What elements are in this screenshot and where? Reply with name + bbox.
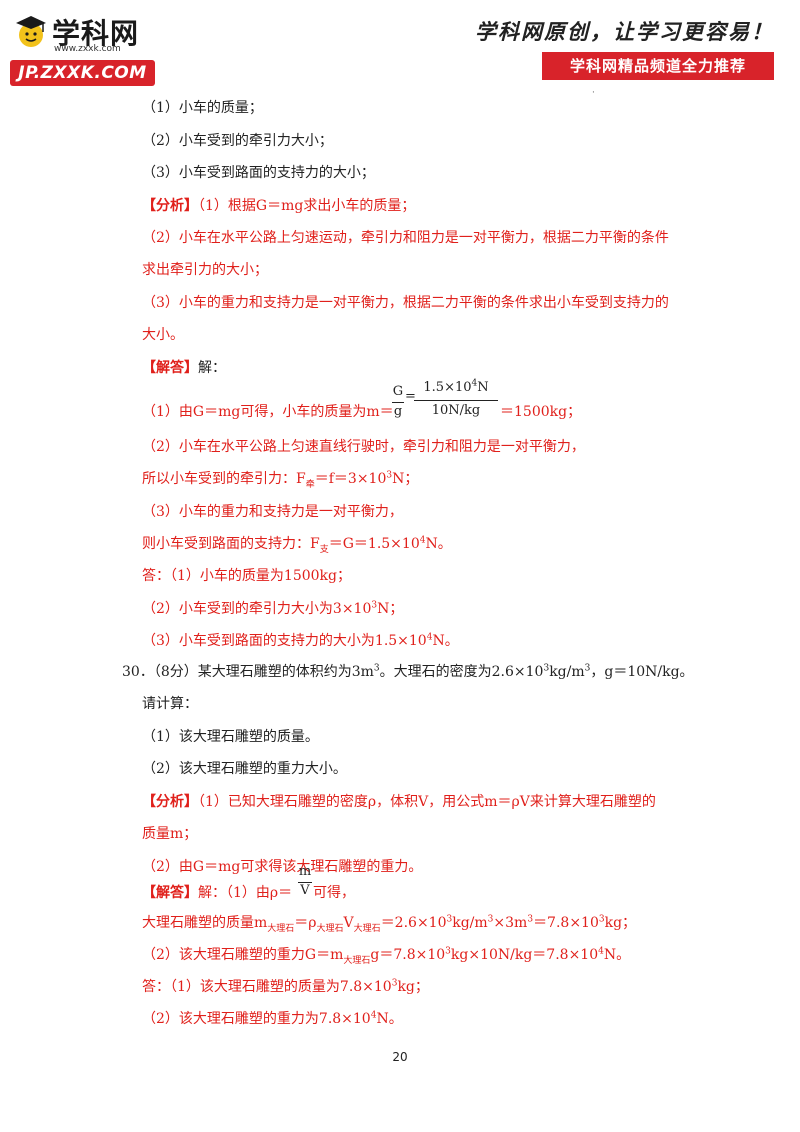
- analysis-29-line-1: 【分析】（1）根据G＝mg求出小车的质量；: [142, 196, 415, 216]
- header-banner[interactable]: 学科网精品频道全力推荐: [542, 52, 774, 80]
- logo-top: 学科网 www.zxxk.com: [10, 12, 160, 56]
- analysis-29-line-5: 大小。: [142, 327, 184, 343]
- answer-29-line-3: （3）小车受到路面的支持力的大小为1.5×104N。: [142, 632, 459, 649]
- solution-29-part-3-line-2: 则小车受到路面的支持力：F支＝G＝1.5×104N。: [142, 535, 452, 555]
- question-29-part-1: （1）小车的质量；: [142, 100, 263, 116]
- fraction-G-numerator: G: [392, 384, 404, 399]
- logo-band: JP.ZXXK.COM: [10, 60, 155, 86]
- question-30-part-2: （2）该大理石雕塑的重力大小。: [142, 761, 347, 777]
- solution-30-part-2: （2）该大理石雕塑的重力G＝m大理石g＝7.8×103kg×10N/kg＝7.8…: [142, 946, 631, 966]
- analysis-30-line-1: 【分析】（1）已知大理石雕塑的密度ρ，体积V，用公式m＝ρV来计算大理石雕塑的: [142, 794, 656, 810]
- logo-text: 学科网: [52, 17, 140, 50]
- logo-url: www.zxxk.com: [54, 44, 121, 54]
- answer-30-line-2: （2）该大理石雕塑的重力为7.8×104N。: [142, 1010, 403, 1027]
- page-header: 学科网 www.zxxk.com JP.ZXXK.COM 学科网原创，让学习更容…: [0, 0, 800, 98]
- answer-30-line-1: 答：（1）该大理石雕塑的质量为7.8×103kg；: [142, 978, 429, 995]
- fraction-equals: =: [405, 389, 416, 404]
- header-slogan: 学科网原创，让学习更容易！: [475, 19, 774, 44]
- question-30-ask: 请计算：: [142, 696, 198, 712]
- site-logo[interactable]: 学科网 www.zxxk.com JP.ZXXK.COM: [10, 12, 160, 86]
- question-29-part-3: （3）小车受到路面的支持力的大小；: [142, 165, 375, 181]
- analysis-text: （1）根据G＝mg求出小车的质量；: [198, 198, 416, 214]
- fraction-value-denominator: 10N/kg: [431, 403, 481, 418]
- analysis-29-line-4: （3）小车的重力和支持力是一对平衡力，根据二力平衡的条件求出小车受到支持力的: [142, 295, 669, 311]
- graduate-mascot-icon: [16, 16, 46, 47]
- header-dot: ·: [592, 88, 595, 98]
- question-30-stem: 30．（8分）某大理石雕塑的体积约为3m3。大理石的密度为2.6×103kg/m…: [122, 663, 694, 680]
- fraction-g-denominator: g: [393, 404, 403, 419]
- page-number: 20: [392, 1050, 408, 1064]
- fraction-value-numerator: 1.5×104N: [423, 378, 489, 395]
- question-29-part-2: （2）小车受到的牵引力大小；: [142, 133, 333, 149]
- solution-29-part-2-line-1: （2）小车在水平公路上匀速直线行驶时，牵引力和阻力是一对平衡力，: [142, 439, 585, 455]
- solution-30-part-1: 大理石雕塑的质量m大理石＝ρ大理石V大理石＝2.6×103kg/m3×3m3＝7…: [142, 914, 637, 934]
- analysis-29-line-2: （2）小车在水平公路上匀速运动，牵引力和阻力是一对平衡力，根据二力平衡的条件: [142, 230, 669, 246]
- question-30-part-1: （1）该大理石雕塑的质量。: [142, 729, 319, 745]
- solution-head: 解：: [198, 360, 226, 376]
- fraction-m-numerator: m: [298, 864, 312, 879]
- solution-30-header-post: 可得，: [313, 885, 355, 901]
- analysis-30-line-3: （2）由G＝mg可求得该大理石雕塑的重力。: [142, 859, 423, 875]
- analysis-29-line-3: 求出牵引力的大小；: [142, 262, 268, 278]
- analysis-tag: 【分析】: [142, 198, 198, 214]
- solution-30-header: 【解答】解：（1）由ρ＝: [142, 885, 293, 901]
- solution-29-part-1-result: ＝1500kg；: [500, 404, 582, 420]
- fraction-V-denominator: V: [300, 883, 310, 898]
- solution-29-part-2-line-2: 所以小车受到的牵引力：F牵＝f＝3×103N；: [142, 470, 419, 490]
- solution-tag: 【解答】: [142, 360, 198, 376]
- answer-29-line-2: （2）小车受到的牵引力大小为3×103N；: [142, 600, 404, 617]
- fraction-value-bar: [414, 400, 498, 401]
- fraction-G-bar: [392, 402, 404, 403]
- solution-29-part-3-line-1: （3）小车的重力和支持力是一对平衡力，: [142, 504, 403, 520]
- answer-29-line-1: 答：（1）小车的质量为1500kg；: [142, 568, 351, 584]
- fraction-mV-bar: [298, 882, 312, 883]
- analysis-30-line-2: 质量m；: [142, 826, 198, 842]
- solution-29-part-1: （1）由G＝mg可得，小车的质量为m＝: [142, 404, 394, 420]
- solution-29-header: 【解答】解：: [142, 358, 226, 378]
